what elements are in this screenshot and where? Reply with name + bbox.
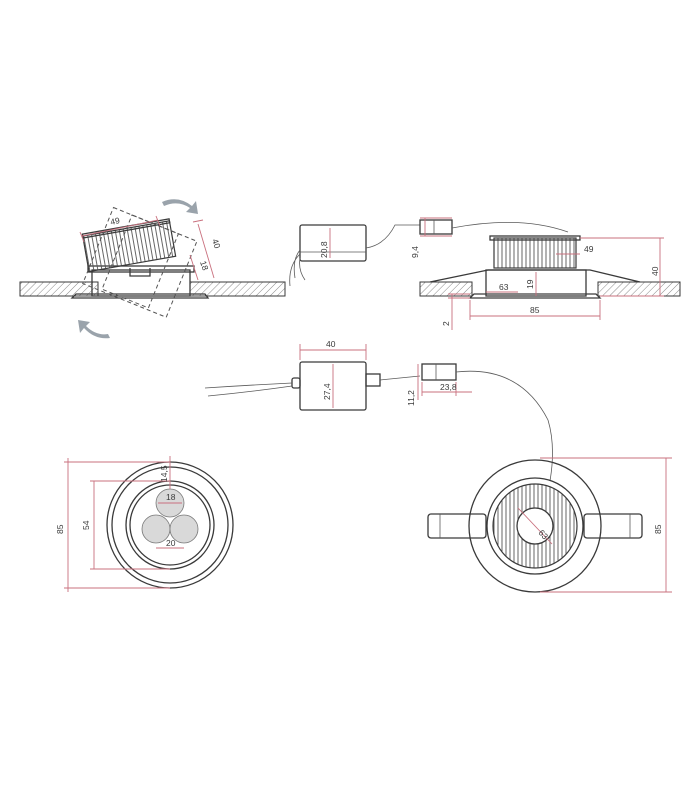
driver-top-view: 40 27,4 11,2 23,8	[204, 339, 553, 521]
connector-side	[419, 219, 453, 235]
dim-side-height: 40	[650, 266, 660, 276]
dim-side-module-width: 49	[584, 244, 594, 254]
rear-view: 63 85	[427, 457, 672, 593]
led-right	[169, 514, 199, 544]
rotate-arrow-bottom-icon	[78, 320, 110, 339]
trim-flange	[70, 293, 210, 299]
heatsink-side	[493, 237, 577, 269]
rear-clip-right	[583, 513, 643, 539]
driver-side-view: 20,8 9,4	[289, 217, 569, 287]
connector-wire	[451, 221, 569, 233]
dim-front-led-diameter: 18	[166, 492, 176, 502]
dim-side-flange: 2	[441, 321, 451, 326]
trim-flange-2	[429, 269, 641, 283]
tilt-ghost-inner	[101, 214, 180, 309]
driver-tab-right	[365, 373, 381, 387]
front-view: 85 54 14,5 18 20	[55, 456, 234, 592]
driver-tab-left	[291, 377, 301, 389]
driver-cable-out	[365, 224, 420, 249]
dim-tilt-height: 40	[210, 238, 223, 250]
housing-body	[91, 269, 191, 297]
spring-clip	[129, 268, 151, 277]
driver-top-cable-out	[379, 375, 421, 381]
dim-side-cutout: 85	[530, 305, 540, 315]
ceiling-left	[19, 281, 99, 297]
installed-side-view: 49 40 63 19 85 2	[419, 235, 681, 330]
dim-front-led-offset: 14,5	[159, 465, 169, 482]
dim-driver-top-height: 27,4	[322, 383, 332, 400]
ceiling-right-2	[597, 281, 681, 297]
tilt-side-view: 49 40 18	[19, 199, 286, 339]
dim-tilt-width: 49	[109, 215, 121, 227]
dim-front-inner: 54	[81, 520, 91, 530]
dim-side-depth: 19	[525, 279, 535, 289]
rear-clip-left	[427, 513, 487, 539]
dim-driver-top-width: 40	[326, 339, 336, 349]
trim-bottom	[468, 293, 602, 299]
dim-connector-height: 9,4	[410, 246, 420, 258]
dim-driver-height: 20,8	[319, 241, 329, 258]
dim-connector-top-width: 23,8	[440, 382, 457, 392]
rear-outer-ring	[468, 459, 602, 593]
dim-rear-outer: 85	[653, 524, 663, 534]
driver-box	[299, 224, 367, 262]
dim-connector-top-height: 11,2	[406, 390, 416, 406]
heatsink-tilted	[82, 220, 177, 273]
dim-front-outer: 85	[55, 524, 65, 534]
dim-front-led-spacing: 20	[166, 538, 176, 548]
rotate-arrow-top-icon	[162, 199, 198, 214]
driver-top-cable-in	[204, 382, 293, 397]
dim-tilt-depth: 18	[198, 260, 211, 272]
driver-cable-in	[289, 249, 306, 287]
ceiling-left-2	[419, 281, 473, 297]
connector-top	[421, 363, 457, 381]
dim-side-inner: 63	[499, 282, 509, 292]
